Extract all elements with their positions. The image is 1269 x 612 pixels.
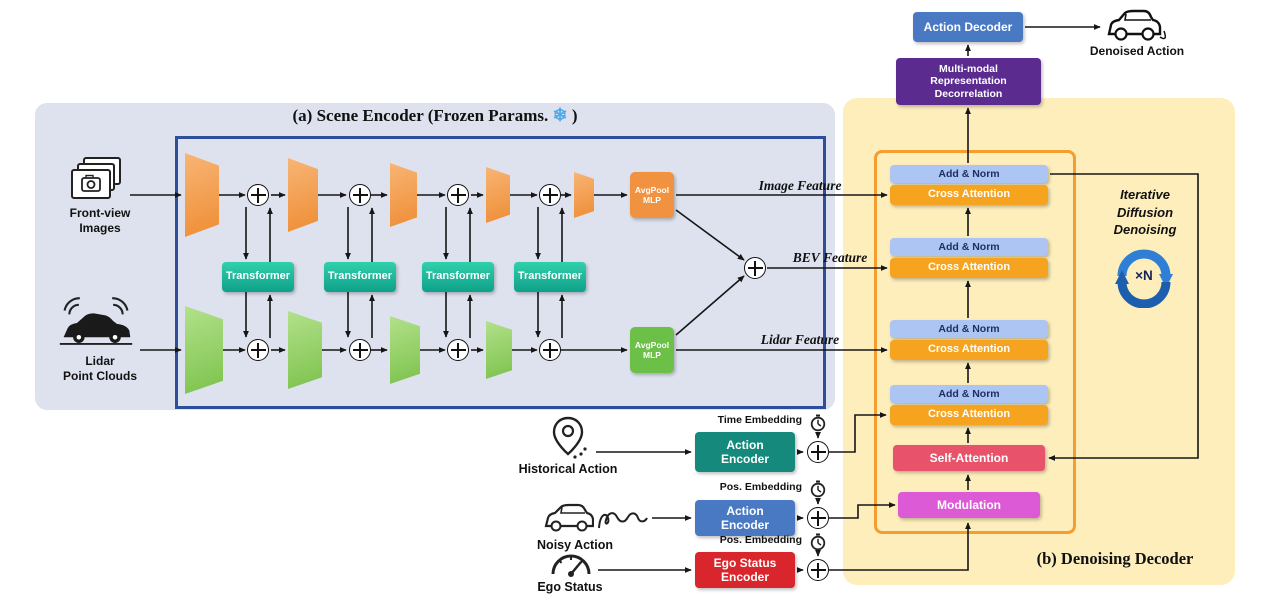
historical-action-caption: Historical Action	[518, 462, 618, 476]
front-view-caption: Front-view Images	[69, 206, 131, 235]
lidar-feature-map-1	[185, 306, 223, 394]
lidar-caption: Lidar Point Clouds	[63, 354, 137, 383]
lidar-feature-label: Lidar Feature	[760, 332, 840, 347]
pos-embedding-label-noisy: Pos. Embedding	[719, 481, 802, 493]
cross-attention-1: Cross Attention	[890, 185, 1048, 205]
add-norm-3: Add & Norm	[890, 320, 1048, 338]
modulation-block: Modulation	[898, 492, 1040, 518]
historical-sum-node	[807, 441, 829, 463]
sum-node	[247, 339, 269, 361]
scene-title-paren: )	[571, 106, 578, 125]
add-norm-2: Add & Norm	[890, 238, 1048, 256]
iterative-diffusion-label: Iterative Diffusion Denoising	[1113, 187, 1177, 238]
sum-node	[349, 339, 371, 361]
pos-embedding-clock-icon	[810, 480, 826, 498]
scene-encoder-inner-frame	[175, 136, 826, 409]
noisy-car-icon	[544, 503, 594, 532]
lidar-feature-map-2	[288, 311, 322, 389]
bev-feature-label: BEV Feature	[792, 250, 868, 265]
sum-node	[539, 339, 561, 361]
sum-node	[247, 184, 269, 206]
image-feature-label: Image Feature	[758, 178, 842, 193]
transformer-block-3: Transformer	[422, 262, 494, 292]
ego-speedometer-icon	[551, 554, 591, 577]
sum-node	[349, 184, 371, 206]
sum-node	[539, 184, 561, 206]
denoised-action-label: Denoised Action	[1089, 44, 1185, 58]
noisy-action-encoder: Action Encoder	[695, 500, 795, 536]
time-embedding-clock-icon	[810, 414, 826, 432]
self-attention-block: Self-Attention	[893, 445, 1045, 471]
avgpool-mlp-image: AvgPool MLP	[630, 172, 674, 218]
ego-status-caption: Ego Status	[537, 580, 603, 594]
pos-embedding-label-ego: Pos. Embedding	[719, 534, 802, 546]
noise-squiggle-icon	[598, 512, 648, 529]
lidar-feature-map-4	[486, 321, 512, 379]
sum-node	[447, 184, 469, 206]
add-norm-4: Add & Norm	[890, 385, 1048, 403]
cross-attention-3: Cross Attention	[890, 340, 1048, 360]
cross-attention-4: Cross Attention	[890, 405, 1048, 425]
action-decoder-block: Action Decoder	[913, 12, 1023, 42]
time-embedding-label: Time Embedding	[717, 414, 802, 426]
ego-sum-node	[807, 559, 829, 581]
decoder-title: (b) Denoising Decoder	[1036, 549, 1194, 568]
avgpool-mlp-lidar: AvgPool MLP	[630, 327, 674, 373]
front-view-images-icon	[71, 157, 121, 199]
transformer-block-1: Transformer	[222, 262, 294, 292]
pos-embedding-clock-icon	[810, 533, 826, 551]
bev-sum-node	[744, 257, 766, 279]
noisy-sum-node	[807, 507, 829, 529]
lidar-feature-map-3	[390, 316, 420, 384]
transformer-block-2: Transformer	[324, 262, 396, 292]
snowflake-icon: ❄	[552, 105, 568, 125]
image-feature-map-1	[185, 153, 219, 237]
add-norm-1: Add & Norm	[890, 165, 1048, 183]
image-feature-map-5	[574, 172, 594, 218]
cross-attention-2: Cross Attention	[890, 258, 1048, 278]
sum-node	[447, 339, 469, 361]
loop-count-label: ×N	[1135, 268, 1153, 283]
decorrelation-block: Multi-modal Representation Decorrelation	[896, 58, 1041, 105]
historical-pin-icon	[552, 416, 587, 459]
transformer-block-4: Transformer	[514, 262, 586, 292]
image-feature-map-4	[486, 167, 510, 223]
ego-status-encoder: Ego Status Encoder	[695, 552, 795, 588]
scene-title-text: (a) Scene Encoder (Frozen Params.	[292, 106, 549, 125]
image-feature-map-3	[390, 163, 417, 227]
image-feature-map-2	[288, 158, 318, 232]
denoised-car-icon	[1107, 9, 1167, 41]
noisy-action-caption: Noisy Action	[537, 538, 613, 552]
scene-encoder-title: (a) Scene Encoder (Frozen Params. ❄ )	[135, 105, 735, 126]
historical-action-encoder: Action Encoder	[695, 432, 795, 472]
lidar-car-icon	[59, 297, 133, 345]
